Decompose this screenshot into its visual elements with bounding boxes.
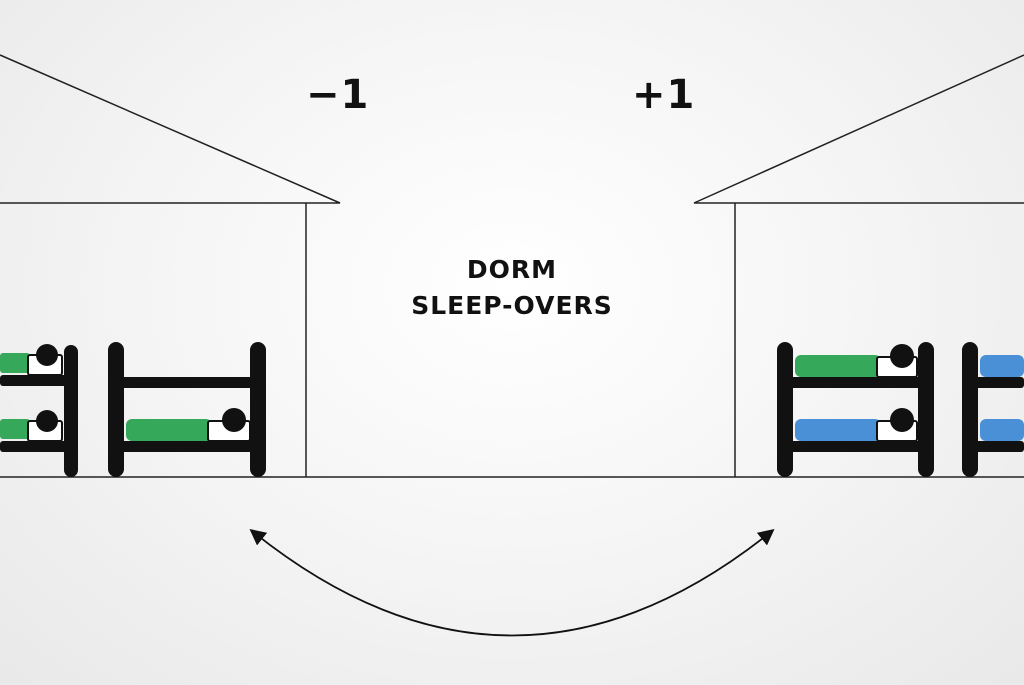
left-building-outline	[0, 54, 341, 477]
sleeper-right-bunk-bottom	[795, 408, 918, 442]
right-bunk-bed	[777, 342, 934, 477]
left-change-label: −1	[306, 72, 370, 118]
title-line-2: SLEEP-OVERS	[411, 291, 613, 320]
sleeper-left-bunk-bottom	[126, 408, 251, 442]
left-partial-bunk-bed	[0, 344, 78, 477]
title-line-1: DORM	[466, 255, 558, 284]
sleeper-left-bottom	[0, 410, 63, 442]
sleeper-right-bunk-top	[795, 344, 918, 378]
transfer-arrow	[249, 528, 775, 637]
right-building-outline	[693, 54, 1024, 477]
right-change-label: +1	[632, 72, 696, 118]
diagram-title: DORM SLEEP-OVERS	[362, 252, 662, 324]
sleeper-left-top	[0, 344, 63, 376]
left-bunk-bed	[108, 342, 266, 477]
right-partial-bunk-bed	[962, 342, 1024, 477]
